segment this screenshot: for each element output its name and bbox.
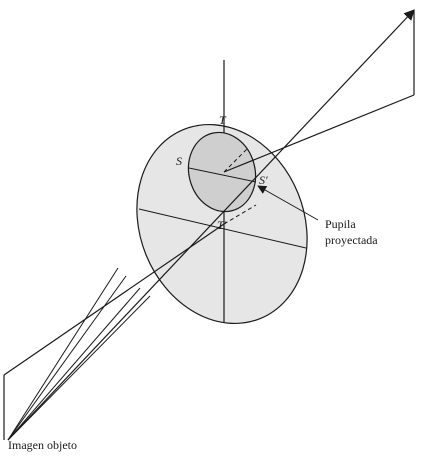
callout-label-line1: Pupila bbox=[325, 217, 356, 231]
ray-fan-3 bbox=[7, 287, 141, 441]
label-t-prime: T′ bbox=[217, 218, 227, 232]
projected-pupil bbox=[187, 131, 257, 213]
callout-arrow bbox=[257, 185, 319, 221]
marginal-ray-upper bbox=[223, 94, 415, 173]
lens-ellipse bbox=[136, 123, 308, 325]
label-s: S bbox=[176, 154, 182, 168]
projection-dash-2 bbox=[223, 147, 249, 173]
sagittal-axis-pupil bbox=[188, 167, 257, 183]
ray-fan-1 bbox=[7, 267, 119, 441]
sagittal-axis-lower bbox=[138, 208, 307, 249]
chief-ray bbox=[7, 9, 415, 441]
projection-dash-1 bbox=[223, 204, 257, 225]
ray-fan-4 bbox=[7, 295, 151, 441]
label-s-prime: S′ bbox=[259, 173, 268, 187]
object-label: Imagen objeto bbox=[8, 438, 77, 452]
callout-label-line2: proyectada bbox=[325, 233, 378, 247]
ray-fan-2 bbox=[7, 275, 127, 441]
marginal-ray-lower bbox=[3, 223, 225, 376]
label-t: T bbox=[219, 113, 227, 127]
